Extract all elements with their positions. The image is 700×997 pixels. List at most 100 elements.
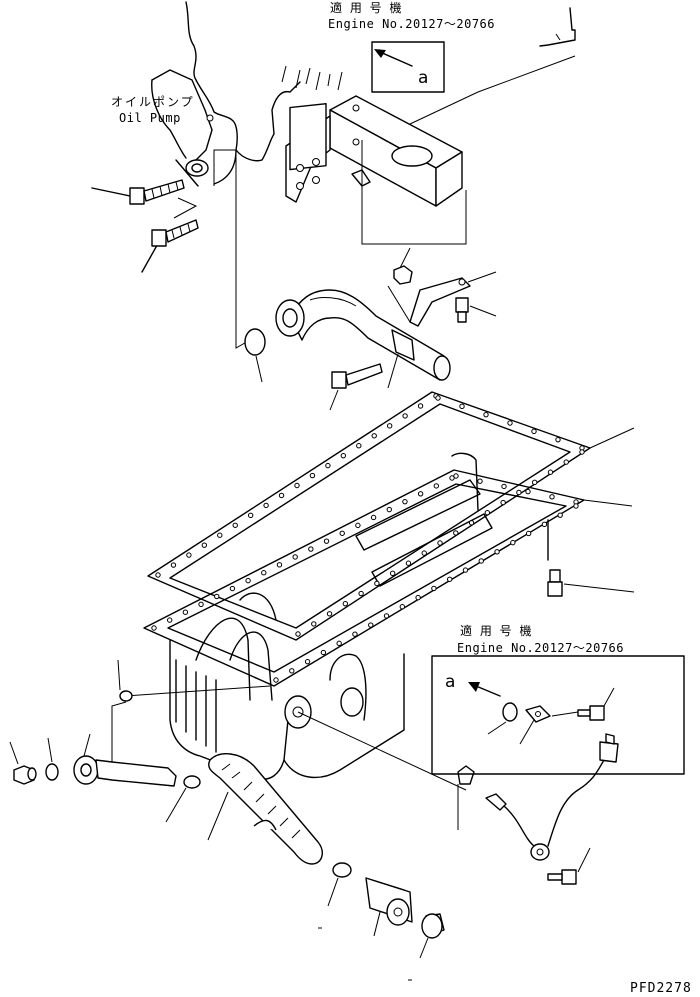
- top-applicability-en: Engine No.20127～20766: [328, 17, 495, 31]
- bolt-hole: [525, 530, 532, 537]
- bolt-hole: [453, 473, 459, 479]
- bolt-hole: [368, 622, 374, 628]
- bolt-hole: [462, 567, 469, 573]
- bolt-left-upper: [91, 179, 185, 205]
- bolt-hole: [402, 413, 408, 419]
- pump-bracket: [285, 95, 463, 207]
- bolt-hole: [155, 572, 161, 578]
- bolt-hole: [323, 538, 330, 544]
- bolt-hole: [278, 492, 285, 499]
- view-marker-top: a: [418, 68, 429, 88]
- minor-marks: [318, 927, 412, 981]
- bolt-hole: [374, 580, 380, 587]
- drain-valve: [365, 877, 413, 937]
- bolt-hole: [352, 631, 358, 637]
- bolt-hole: [325, 462, 331, 469]
- bolt-hole: [311, 621, 317, 627]
- bolt-hole: [386, 506, 392, 513]
- inset-box: [431, 655, 685, 775]
- bolt-hole: [289, 668, 295, 674]
- leader-lines-top: [173, 55, 576, 349]
- oil-level-sensor: [297, 711, 619, 861]
- bolt-hole: [453, 530, 459, 536]
- bolt-sensor: [547, 847, 591, 885]
- bolt-hole: [549, 494, 555, 500]
- gasket-bolt-holes: [151, 393, 585, 683]
- suction-pipe: [275, 289, 451, 381]
- view-marker-box-top: [371, 41, 445, 93]
- bolt-hole: [468, 520, 475, 526]
- bolt-hole: [294, 482, 300, 489]
- bolt-hole: [261, 570, 267, 576]
- bolt-hole: [320, 649, 327, 656]
- bolt-hole: [421, 550, 427, 556]
- bolt-hole: [355, 522, 361, 529]
- bolt-hole: [309, 472, 316, 479]
- bolt-hole: [273, 677, 279, 683]
- bolt-hole: [501, 483, 507, 490]
- bolt-hole: [431, 585, 437, 592]
- bolt-hole: [494, 549, 500, 555]
- bolt-hole: [579, 449, 585, 455]
- bolt-hole: [371, 433, 377, 439]
- engine-block-outline: [151, 1, 343, 187]
- bolt-hole: [151, 625, 157, 631]
- view-marker-inset: a: [445, 672, 456, 692]
- bolt-hole: [531, 479, 538, 486]
- bolt-pipe-clamp: [329, 353, 399, 411]
- bolt-hole: [232, 522, 238, 528]
- bolt-hole: [563, 459, 569, 465]
- bolt-hole: [356, 443, 362, 449]
- bolt-hole: [229, 585, 236, 592]
- bolt-hole: [516, 489, 522, 496]
- bolt-hole: [417, 403, 424, 409]
- bolt-hole: [478, 558, 484, 564]
- inset-applicability-en: Engine No.20127～20766: [457, 641, 624, 655]
- bolt-hole: [217, 532, 223, 538]
- oil-pan-gasket: [147, 391, 635, 641]
- hose-clamp-lower: [327, 862, 352, 907]
- bolt-hole: [245, 577, 251, 584]
- bolt-hole: [247, 512, 254, 519]
- bolt-hole: [358, 590, 364, 597]
- bolt-hole: [170, 562, 177, 568]
- bolt-hole: [477, 478, 483, 484]
- bolt-hole: [340, 452, 347, 459]
- bolt-hole: [339, 530, 345, 536]
- bolt-hole: [308, 546, 314, 552]
- bolt-hole: [483, 411, 489, 418]
- bolt-hole: [405, 560, 412, 566]
- bolt-hole: [201, 542, 208, 548]
- bolt-hole: [547, 469, 554, 475]
- bolt-hole: [336, 640, 342, 647]
- bolt-hole: [342, 600, 349, 607]
- bolt-hole: [531, 428, 537, 435]
- bolt-hole: [510, 539, 516, 546]
- bolt-hole: [573, 503, 579, 509]
- inset-applicability-jp: 適 用 号 機: [460, 624, 534, 638]
- bolt-hole: [417, 491, 424, 497]
- drain-plug: [419, 913, 445, 959]
- stay-bracket: [387, 271, 497, 327]
- bolt-hole: [435, 395, 441, 401]
- bolt-hole: [186, 552, 192, 558]
- hose-clamp-upper: [165, 775, 201, 823]
- bolt-hole: [386, 423, 393, 429]
- figure-code: PFD2278: [630, 981, 692, 996]
- bolt-hole: [182, 609, 189, 615]
- bolt-hole: [433, 483, 440, 489]
- bolt-hole: [295, 631, 301, 637]
- bolt-hole: [198, 601, 204, 608]
- bolt-hole: [500, 499, 506, 506]
- bolt-hole: [292, 554, 298, 560]
- bolt-hole: [437, 540, 443, 546]
- bolt-hole: [399, 604, 406, 610]
- bolt-hole: [507, 420, 513, 426]
- oil-pump-label-en: Oil Pump: [119, 111, 181, 125]
- bolt-hole: [541, 521, 548, 528]
- bolt-hole: [402, 498, 408, 505]
- bolt-hole: [326, 611, 333, 617]
- bolt-hole: [446, 576, 453, 582]
